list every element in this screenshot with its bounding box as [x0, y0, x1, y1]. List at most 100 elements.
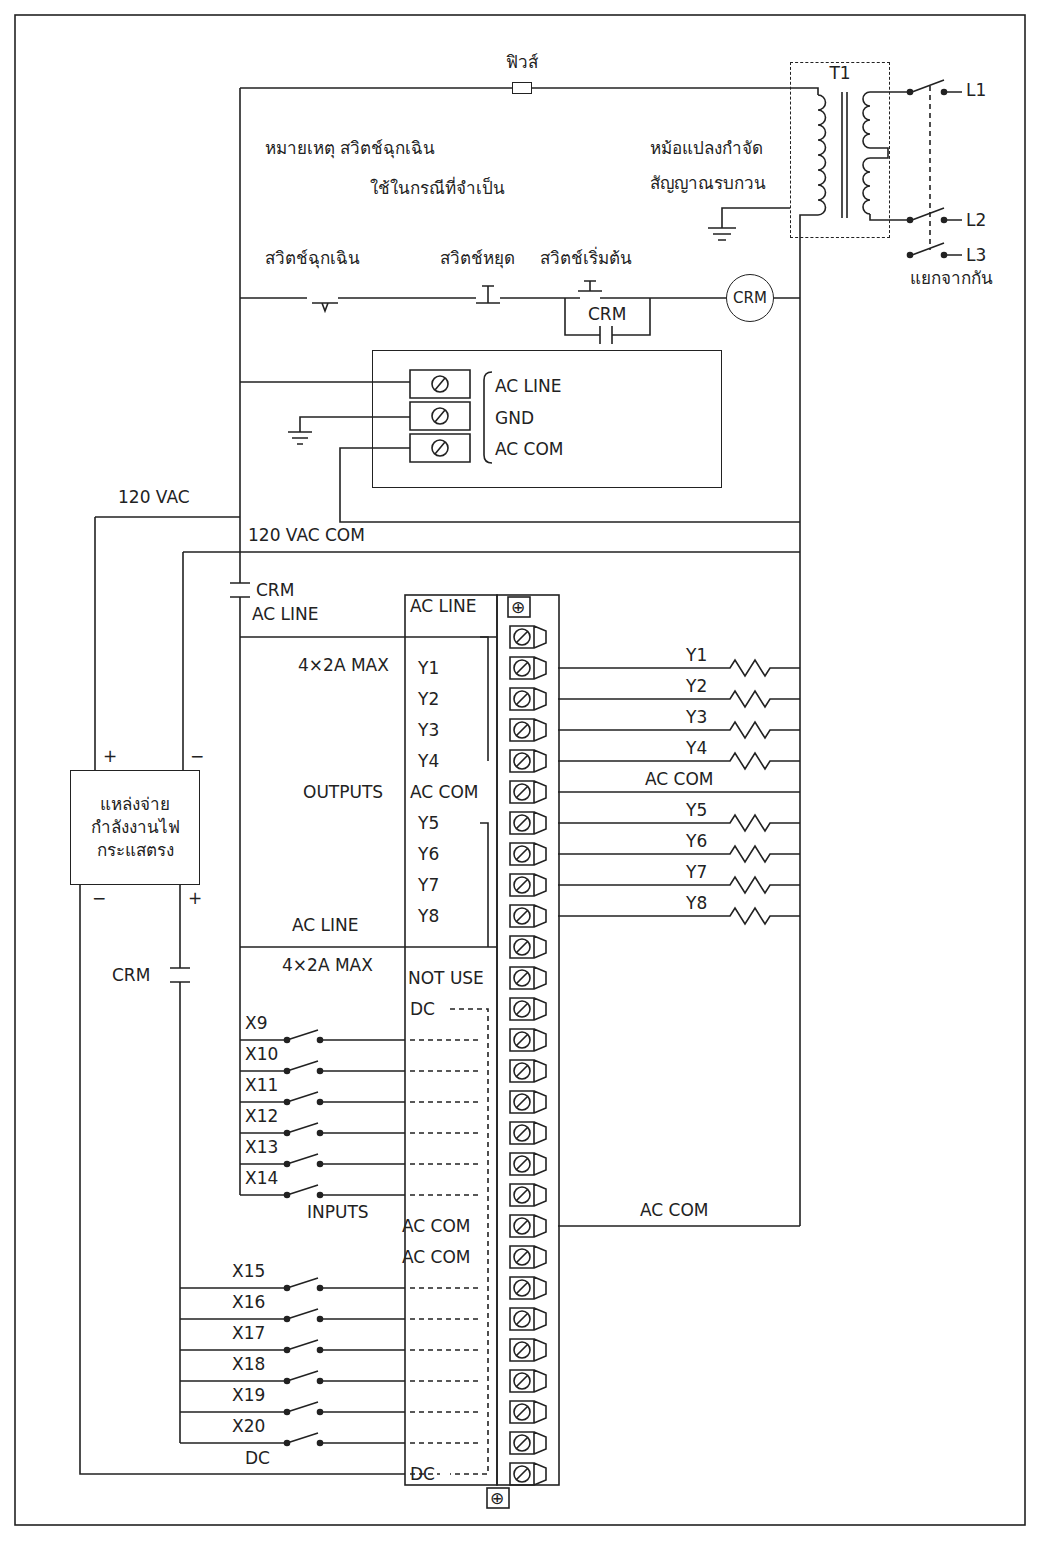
wire-stroke	[558, 815, 800, 831]
terminal-label: Y2	[418, 689, 439, 709]
terminal-label: AC COM	[402, 1216, 471, 1236]
terminal-label: X12	[245, 1106, 278, 1126]
terminal-label: AC LINE	[292, 915, 359, 935]
terminal-label: Y5	[418, 813, 439, 833]
wire-stroke	[510, 812, 546, 834]
terminal-label: 120 VAC	[118, 487, 190, 507]
terminal-label: Y4	[686, 738, 707, 758]
node-text: AC LINE	[495, 376, 562, 396]
terminal-label: Y7	[418, 875, 439, 895]
terminal-strip	[497, 595, 559, 1485]
terminal-label: 120 VAC COM	[248, 525, 365, 545]
terminal-label: X16	[232, 1292, 265, 1312]
terminal-label: −	[92, 888, 106, 908]
wire-stroke	[558, 691, 800, 707]
terminal-label: X13	[245, 1137, 278, 1157]
node-text: T1	[791, 63, 889, 83]
wire-stroke	[510, 843, 546, 865]
switch-contact	[285, 1379, 290, 1384]
terminal-label: สัญญาณรบกวน	[650, 173, 766, 193]
switch-contact	[285, 1131, 290, 1136]
wire-stroke	[558, 791, 800, 793]
wire-stroke	[180, 1309, 405, 1319]
repeated-strokes	[180, 92, 870, 1485]
terminal-label: สวิตช์ฉุกเฉิน	[265, 248, 360, 268]
wire-stroke	[410, 1070, 480, 1072]
terminal-label: +	[103, 746, 117, 766]
power-terminal-box: AC LINEGNDAC COM	[372, 350, 722, 488]
wire-stroke	[410, 434, 470, 462]
wire-stroke	[558, 753, 800, 769]
terminal-label: −	[190, 746, 204, 766]
switch-contact	[318, 1131, 323, 1136]
wire-stroke	[510, 750, 546, 772]
switch-contact	[318, 1441, 323, 1446]
terminal-label: L1	[966, 80, 986, 100]
wire-stroke	[510, 1153, 546, 1175]
wire-stroke	[410, 1349, 480, 1351]
switch-contact	[285, 1069, 290, 1074]
terminal-label: NOT USE	[408, 968, 484, 988]
switch-contact	[285, 1348, 290, 1353]
switch-contact	[285, 1100, 290, 1105]
wire-stroke	[410, 402, 470, 430]
wire-stroke	[510, 1091, 546, 1113]
wire-stroke	[510, 1029, 546, 1051]
wire-stroke	[558, 846, 800, 862]
wire-stroke	[180, 1371, 405, 1381]
wire-stroke	[410, 1194, 480, 1196]
switch-contact	[285, 1410, 290, 1415]
switch-contact	[318, 1348, 323, 1353]
wire-stroke	[510, 1463, 546, 1485]
wire-stroke	[510, 1401, 546, 1423]
terminal-label: X10	[245, 1044, 278, 1064]
terminal-label: ⊕	[511, 597, 525, 617]
terminal-label: X18	[232, 1354, 265, 1374]
wire-stroke	[510, 1370, 546, 1392]
wire-stroke	[510, 657, 546, 679]
wire-stroke	[510, 1339, 546, 1361]
terminal-label: AC COM	[640, 1200, 709, 1220]
wire-stroke	[410, 1380, 480, 1382]
terminal-label: X11	[245, 1075, 278, 1095]
wire-stroke	[410, 1101, 480, 1103]
wire-stroke	[410, 1318, 480, 1320]
wire-stroke	[510, 719, 546, 741]
terminal-label: หม้อแปลงกำจัด	[650, 138, 763, 158]
wire-stroke	[410, 1442, 480, 1444]
switch-contact	[318, 1317, 323, 1322]
terminal-label: CRM	[588, 304, 626, 324]
node-text: GND	[495, 408, 534, 428]
wire-stroke	[510, 626, 546, 648]
terminal-label: Y5	[686, 800, 707, 820]
terminal-label: Y3	[418, 720, 439, 740]
terminal-label: DC	[410, 1464, 435, 1484]
wire-stroke	[510, 1246, 546, 1268]
wire-stroke	[510, 936, 546, 958]
wire-stroke	[510, 1215, 546, 1237]
terminal-label: X15	[232, 1261, 265, 1281]
terminal-label: CRM	[256, 580, 294, 600]
terminal-label: Y1	[686, 645, 707, 665]
terminal-label: X17	[232, 1323, 265, 1343]
terminal-label: แยกจากกัน	[910, 268, 993, 288]
terminal-bracket	[480, 372, 492, 947]
terminal-label: Y7	[686, 862, 707, 882]
wire-stroke	[558, 660, 800, 676]
switch-contact	[318, 1162, 323, 1167]
terminal-label: AC LINE	[252, 604, 319, 624]
terminal-label: ใช้ในกรณีที่จำเป็น	[370, 178, 505, 198]
wire-stroke	[410, 1132, 480, 1134]
terminal-label: Y8	[418, 906, 439, 926]
wire-stroke	[818, 95, 826, 215]
wire-stroke	[510, 1308, 546, 1330]
node-text: ฟิวส์	[497, 48, 547, 75]
terminal-label: Y8	[686, 893, 707, 913]
wire-stroke	[180, 1433, 405, 1443]
switch-contact	[285, 1317, 290, 1322]
terminal-label: Y6	[418, 844, 439, 864]
switch-contact	[285, 1286, 290, 1291]
wire-stroke	[510, 1122, 546, 1144]
switch-contact	[318, 1379, 323, 1384]
